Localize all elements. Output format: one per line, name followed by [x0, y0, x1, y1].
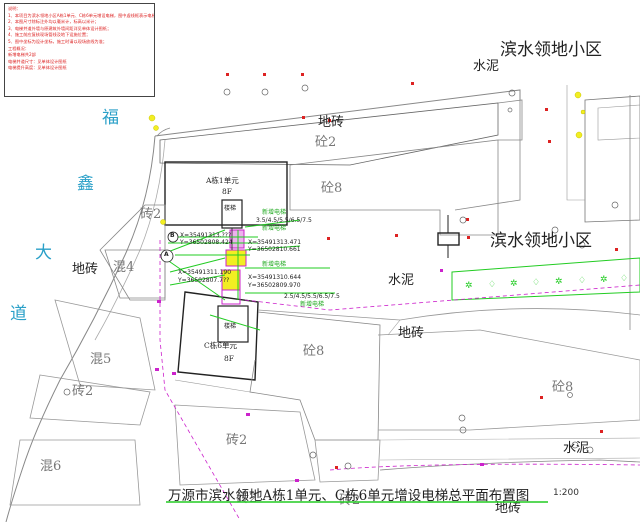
svg-text:✲: ✲	[555, 277, 563, 287]
building-tong8-mid	[249, 311, 381, 441]
building-hun4	[104, 249, 166, 299]
road-name-char-4: 道	[10, 304, 27, 324]
building-zhuan2-left	[99, 204, 166, 301]
property-boundary	[159, 240, 640, 521]
svg-text:♢: ♢	[488, 280, 496, 290]
stair-label: 楼梯	[224, 205, 237, 212]
svg-text:✲: ✲	[510, 279, 518, 289]
coordinate-y: Y=36502810.661	[248, 246, 301, 253]
yellow-markers	[148, 91, 586, 225]
svg-text:♢: ♢	[532, 278, 540, 288]
surface-label-shuini: 水泥	[388, 273, 415, 288]
material-label-tong8: 砼8	[303, 344, 325, 359]
building-c-outline	[177, 291, 259, 381]
elevator-a-shaft	[225, 249, 247, 267]
surface-label-dizhuan: 地砖	[72, 262, 99, 277]
road-name-char-3: 大	[35, 243, 52, 263]
building-a-floors: 8F	[222, 187, 232, 196]
elevator-label: 新增电梯	[262, 209, 287, 216]
building-a-name: A栋1单元	[206, 176, 239, 185]
building-hun6	[9, 439, 141, 506]
district-label-top: 滨水领地小区	[500, 40, 602, 60]
coordinate-y: Y=36502809.970	[248, 282, 301, 289]
road-edge-top	[154, 89, 521, 137]
notes-title: 说明：	[8, 6, 21, 11]
building-zhuan2-lower	[29, 374, 151, 426]
design-notes-panel: 说明： 1、本项目为滨水领地小区A栋1单元、C栋6单元增设电梯，图中虚线框表示电…	[4, 3, 155, 97]
marker-b-circle	[167, 231, 179, 243]
green-dimension-lines	[159, 219, 335, 331]
dimension-string-top: 3.5/4.5/5.5/6.5/7.5	[256, 217, 312, 224]
material-label-tong8: 砼8	[321, 181, 343, 196]
material-label-hun4: 混4	[113, 260, 135, 275]
notes-line: 电梯井道尺寸：见单体设计图纸	[8, 58, 67, 64]
building-c-name: C栋6单元	[204, 341, 238, 350]
notes-line: 2、本图尺寸除标注外均以毫米计，标高以米计；	[8, 19, 99, 25]
dimension-sub-top: 新增电梯	[262, 225, 287, 232]
stair-label: 楼梯	[224, 323, 237, 330]
coordinate-x: X=35491310.644	[248, 274, 302, 281]
road-name-char-1: 福	[102, 108, 119, 128]
notes-line: 5、图中坐标为设计坐标，施工时请以现场放线为准；	[8, 38, 107, 44]
svg-text:♢: ♢	[620, 274, 628, 284]
coordinate-x: X=35491313.???	[180, 232, 232, 239]
material-label-zhuan2: 砖2	[339, 493, 361, 508]
dimension-sub-bottom: 新增电梯	[300, 301, 325, 308]
notes-line: 工程概况：	[8, 45, 29, 51]
surface-label-dizhuan: 地砖	[495, 501, 522, 516]
material-label-zhuan2: 砖2	[226, 433, 248, 448]
drawing-title: 万源市滨水领地A栋1单元、C栋6单元增设电梯总平面布置图	[168, 488, 530, 504]
coordinate-y: Y=36502808.424	[180, 239, 233, 246]
material-label-hun5: 混5	[90, 352, 112, 367]
notes-line: 电梯提升高度：见单体设计图纸	[8, 65, 67, 71]
surface-label-dizhuan: 地砖	[318, 115, 345, 130]
marker-a-circle	[160, 249, 174, 263]
material-label-tong2: 砼2	[315, 135, 337, 150]
green-lawn-strip	[451, 257, 640, 301]
surface-label-dizhuan: 地砖	[398, 326, 425, 341]
surface-label-shuini: 水泥	[563, 441, 590, 456]
material-label-zhuan2: 砖2	[72, 384, 94, 399]
coordinate-x: X=35491311.190	[178, 269, 232, 276]
material-label-tong8: 砼8	[552, 380, 574, 395]
dimension-string-bottom: 2.5/4.5/5.5/6.5/7.5	[284, 293, 340, 300]
elevator-c-group	[217, 269, 249, 343]
red-markers	[226, 73, 618, 469]
elevator-label: 新增电梯	[262, 261, 287, 268]
building-tong8-right	[377, 329, 640, 431]
building-far-right	[584, 95, 640, 223]
lawn-plants: ✲ ♢ ✲ ♢ ✲ ♢ ✲ ♢	[465, 274, 628, 291]
road-edge-outer	[5, 135, 156, 522]
building-hun5	[54, 299, 156, 391]
drawing-scale: 1:200	[553, 488, 579, 498]
building-a-outline	[164, 161, 288, 226]
coordinate-x: X=35491313.471	[248, 239, 302, 246]
notes-line: 1、本项目为滨水领地小区A栋1单元、C栋6单元增设电梯，图中虚线框表示电梯位置；	[8, 12, 155, 18]
district-label-mid: 滨水领地小区	[490, 231, 592, 251]
notes-line: 新增电梯共2部	[8, 52, 36, 58]
building-zhuan2-bottom	[174, 404, 316, 486]
building-top-outline	[159, 102, 499, 166]
road-edge-inner	[94, 139, 166, 341]
material-label-zhuan2: 砖2	[140, 207, 162, 222]
marker-a-label: A	[164, 251, 169, 258]
marker-b-label: B	[170, 232, 175, 239]
notes-line: 4、施工前应复核现场管线及地下设施位置；	[8, 32, 91, 38]
surface-label-shuini: 水泥	[473, 59, 500, 74]
svg-text:✲: ✲	[465, 281, 473, 291]
svg-text:✲: ✲	[600, 275, 608, 285]
road-name-char-2: 鑫	[77, 174, 94, 194]
material-label-hun6: 混6	[40, 459, 62, 474]
coordinate-y: Y=36502807.7??	[178, 277, 230, 284]
tree-symbols	[63, 84, 619, 470]
building-tong8-upper	[289, 139, 499, 236]
notes-line: 3、电梯井道外墙与原建筑外墙间距详见单体设计图纸；	[8, 25, 112, 31]
building-c-floors: 8F	[224, 354, 234, 363]
svg-text:♢: ♢	[578, 276, 586, 286]
